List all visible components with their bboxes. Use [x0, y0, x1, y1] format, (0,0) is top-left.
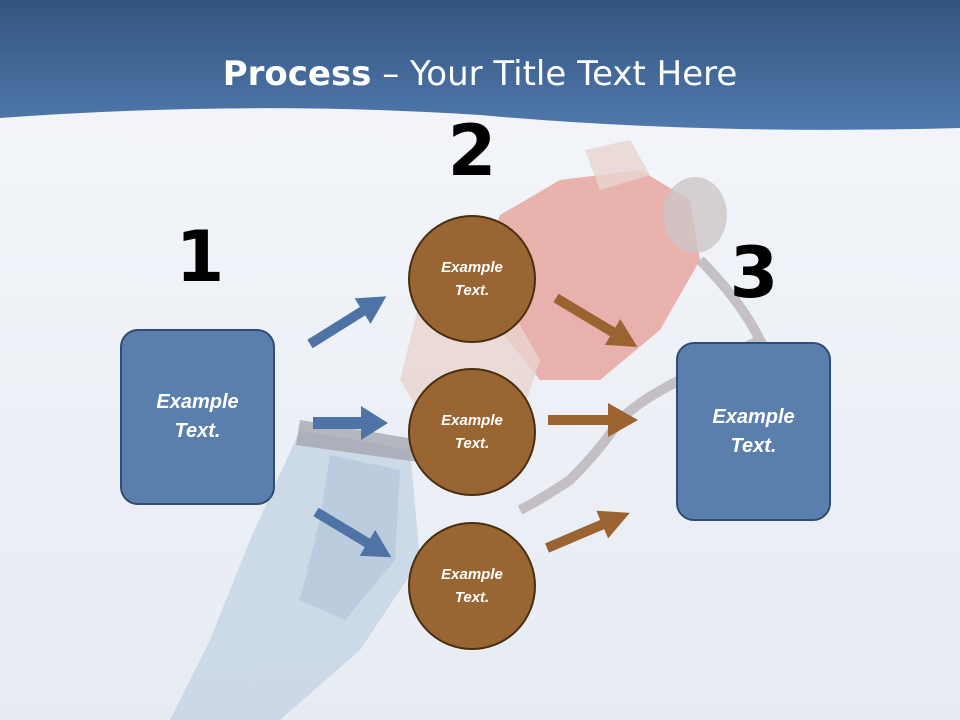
- circle-top: Example Text.: [408, 215, 536, 343]
- circle-middle-text: Example Text.: [441, 412, 503, 452]
- brown-arrow-up: [545, 510, 630, 553]
- blue-arrows: [307, 296, 392, 558]
- brown-arrows: [545, 293, 638, 553]
- circle-bottom-text: Example Text.: [441, 566, 503, 606]
- step-number-3: 3: [729, 232, 779, 314]
- page-title: Process – Your Title Text Here: [0, 52, 960, 96]
- box-left-text: Example Text.: [156, 391, 239, 442]
- circle-top-text: Example Text.: [441, 259, 503, 299]
- blue-arrow-down: [313, 507, 392, 558]
- brown-arrow-down: [553, 293, 638, 347]
- circle-middle: Example Text.: [408, 368, 536, 496]
- brown-arrow-straight: [548, 403, 638, 437]
- box-left: Example Text.: [120, 329, 275, 505]
- blue-arrow-up: [307, 296, 387, 349]
- step-number-2: 2: [447, 110, 497, 192]
- header-band: [0, 0, 960, 130]
- title-bold: Process: [222, 54, 372, 94]
- title-rest: – Your Title Text Here: [371, 54, 738, 94]
- step-number-1: 1: [175, 216, 225, 298]
- box-right-text: Example Text.: [712, 405, 795, 457]
- box-right: Example Text.: [676, 342, 831, 521]
- blue-arrow-straight: [313, 406, 388, 440]
- circle-bottom: Example Text.: [408, 522, 536, 650]
